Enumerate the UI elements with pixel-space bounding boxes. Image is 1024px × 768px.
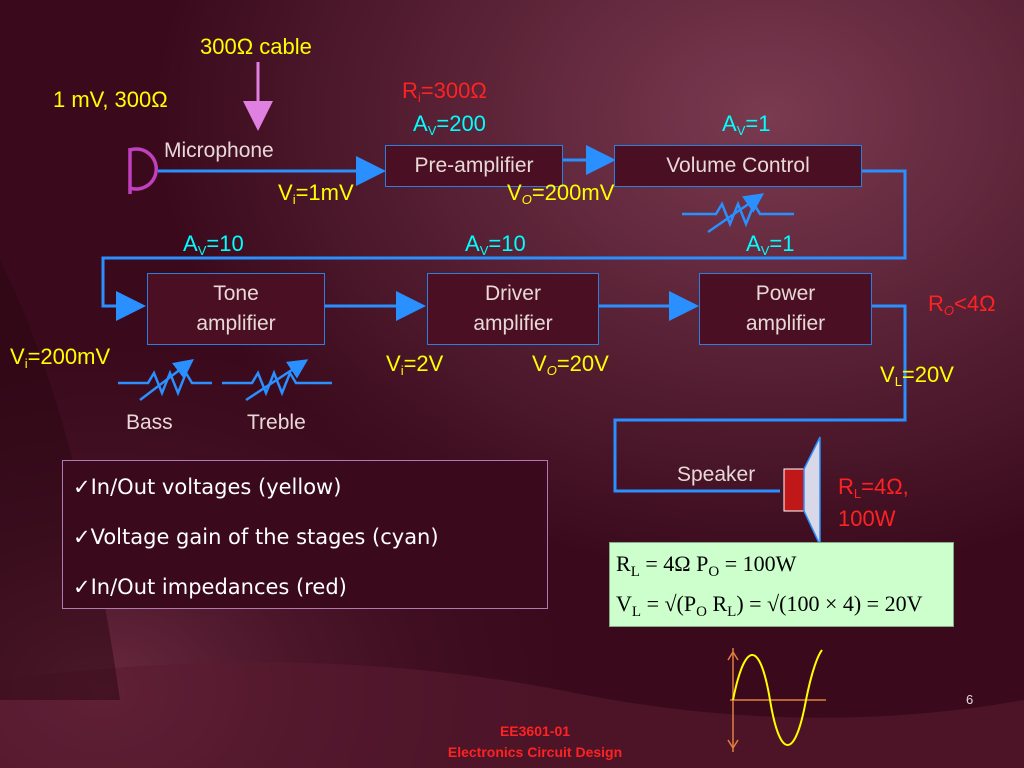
power-av: AV=1 [746,231,795,258]
preamp-box: Pre-amplifier [385,145,563,187]
speaker-icon [783,436,821,546]
speaker-rl: RL=4Ω, [838,474,909,501]
note-voltages: ✓In/Out voltages (yellow) [73,475,342,499]
wire-volume-tone [101,169,907,321]
tone-av: AV=10 [183,231,244,258]
volume-box: Volume Control [614,145,862,187]
volume-pot-icon [682,193,794,234]
formula-box: RL = 4Ω PO = 100W VL = √(PO RL) = √(100 … [609,542,954,627]
note-impedances: ✓In/Out impedances (red) [73,575,347,599]
source-label: 1 mV, 300Ω [53,87,168,112]
preamp-vi: Vi=1mV [278,180,354,207]
speaker-label: Speaker [677,463,756,486]
tone-vi: Vi=200mV [10,344,111,371]
formula-row-1: RL = 4Ω PO = 100W [616,551,797,580]
treble-pot-icon [222,359,332,402]
legend-notes-box: ✓In/Out voltages (yellow) ✓Voltage gain … [62,460,548,609]
formula-row-2: VL = √(PO RL) = √(100 × 4) = 20V [616,591,923,620]
page-number: 6 [966,692,974,707]
preamp-vo: VO=200mV [507,180,615,207]
sine-wave-icon [727,648,826,752]
microphone-icon [128,147,158,194]
treble-label: Treble [247,411,306,434]
preamp-ri: Ri=300Ω [402,78,487,105]
volume-av: AV=1 [722,111,771,138]
microphone-label: Microphone [164,139,274,162]
bass-label: Bass [126,411,173,434]
footer-course-title: Electronics Circuit Design [447,744,623,760]
speaker-power: 100W [838,506,896,531]
footer-course-code: EE3601-01 [499,723,571,739]
driver-vo: VO=20V [532,351,609,378]
note-gains: ✓Voltage gain of the stages (cyan) [73,525,439,549]
driver-vi: Vi=2V [386,351,444,378]
bass-pot-icon [118,358,212,401]
power-vl: VL=20V [880,362,954,389]
preamp-av: AV=200 [413,111,486,138]
cable-label: 300Ω cable [200,34,312,59]
wire-power-speaker [613,304,907,493]
power-ro: RO<4Ω [928,291,996,318]
driver-av: AV=10 [465,231,526,258]
